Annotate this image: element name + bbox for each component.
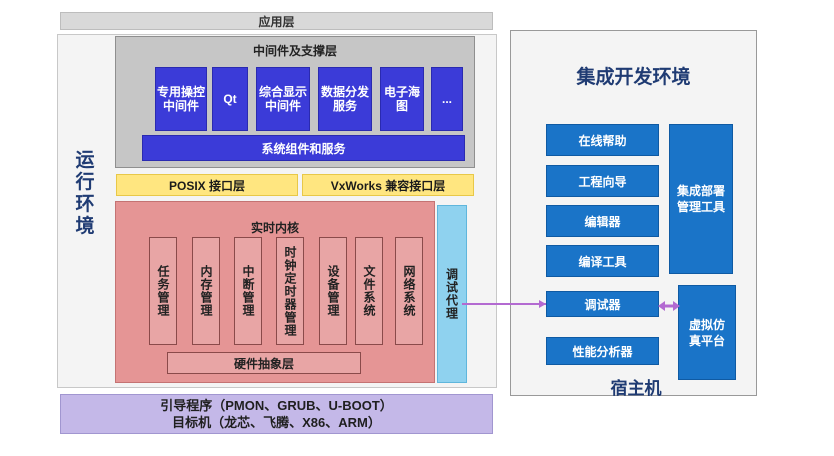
host-machine-label: 宿主机 [610,379,662,398]
middleware-layer-title: 中间件及支撑层 [252,44,337,58]
posix-interface-layer: POSIX 接口层 [116,174,298,196]
middleware-more-box: ... [431,67,463,131]
ide-title: 集成开发环境 [576,67,691,88]
middleware-dds-box: 数据分发服务 [318,67,372,131]
simulator-connector-arrow-left [658,301,665,311]
kernel-memory-management: 内存管理 [192,237,220,345]
middleware-qt-box: Qt [212,67,248,131]
middleware-control-box: 专用操控中间件 [155,67,207,131]
application-layer: 应用层 [60,12,493,30]
kernel-device-management: 设备管理 [319,237,347,345]
debug-connector-arrowhead [539,300,546,308]
project-wizard-tool: 工程向导 [546,165,659,197]
middleware-display-box: 综合显示中间件 [256,67,310,131]
editor-tool: 编辑器 [546,205,659,237]
deploy-management-tool: 集成部署管理工具 [669,124,733,274]
profiler-tool: 性能分析器 [546,337,659,365]
kernel-task-management: 任务管理 [149,237,177,345]
compiler-tool: 编译工具 [546,245,659,277]
debug-agent: 调试代理 [437,205,467,383]
hardware-abstraction-layer: 硬件抽象层 [167,352,361,374]
simulator-connector-arrow-right [673,301,680,311]
online-help-tool: 在线帮助 [546,124,659,156]
bootloader-target-bar: 引导程序（PMON、GRUB、U-BOOT） 目标机（龙芯、飞腾、X86、ARM… [60,394,493,434]
realtime-kernel-title: 实时内核 [250,221,299,235]
vxworks-interface-layer: VxWorks 兼容接口层 [302,174,474,196]
target-machine-text: 目标机（龙芯、飞腾、X86、ARM） [172,415,381,430]
bootloader-text: 引导程序（PMON、GRUB、U-BOOT） [160,398,393,413]
kernel-interrupt-management: 中断管理 [234,237,262,345]
debugger-tool: 调试器 [546,291,659,317]
middleware-chart-box: 电子海图 [380,67,424,131]
virtual-simulation-platform: 虚拟仿真平台 [678,285,736,380]
runtime-environment-label: 运行环境 [75,150,95,237]
kernel-network-system: 网络系统 [395,237,423,345]
kernel-file-system: 文件系统 [355,237,383,345]
kernel-timer-management: 时钟定时器管理 [276,237,304,345]
system-services-bar: 系统组件和服务 [142,135,465,161]
